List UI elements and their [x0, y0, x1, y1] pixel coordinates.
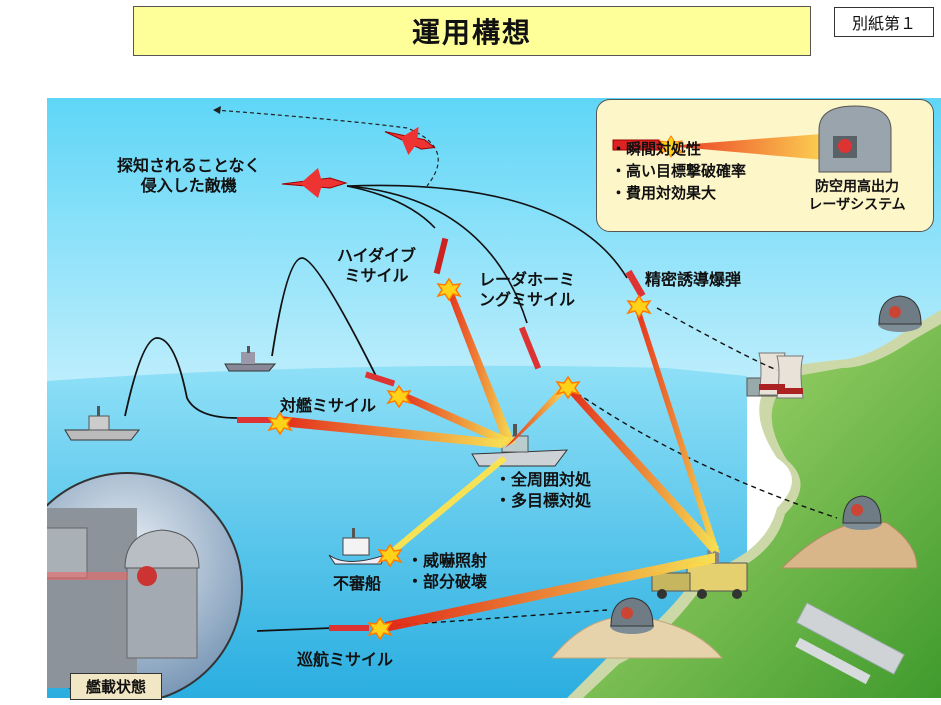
- laser-system-name: 防空用高出力 レーザシステム: [787, 178, 927, 214]
- destroyer-left: [64, 406, 141, 441]
- label-suspicious-ship: 不審船: [333, 574, 382, 593]
- laser-dome-right: [842, 495, 882, 530]
- airfield-runway: [795, 602, 905, 685]
- truck-beam-to-cruise: [385, 553, 715, 632]
- label-line: 探知されることなく: [117, 156, 261, 175]
- system-name-line: 防空用高出力: [815, 179, 899, 195]
- hidive-trajectory: [346, 185, 436, 229]
- anti-ship-trajectory-1: [271, 257, 378, 379]
- radar-homing-trajectory: [346, 185, 528, 324]
- ship-capabilities: ・全周囲対処 ・多目標対処: [495, 469, 591, 511]
- shipboard-state-label: 艦載状態: [70, 673, 162, 700]
- enemy-aircraft: [281, 168, 348, 198]
- label-anti-ship-missile: 対艦ミサイル: [280, 396, 377, 415]
- label-radar-homing-missile: レーダホーミ ングミサイル: [479, 270, 575, 310]
- truck-beam-to-bomb: [634, 305, 720, 553]
- cruise-missile-trajectory: [256, 627, 333, 632]
- shipboard-inset: [47, 472, 243, 698]
- cruise-missile: [329, 625, 369, 631]
- beam-to-hidive: [446, 288, 515, 446]
- destroyer-far: [224, 346, 277, 372]
- power-plant: [746, 352, 804, 399]
- beam-to-suspicious: [387, 456, 507, 556]
- bomb-to-dome-dash: [656, 307, 778, 371]
- suspicious-ship-actions: ・威嚇照射 ・部分破壊: [407, 550, 487, 592]
- system-name-line: レーザシステム: [808, 197, 906, 213]
- feature-item: ・瞬間対処性: [611, 140, 702, 158]
- label-line: ミサイル: [344, 266, 409, 285]
- suspicious-ship: [328, 528, 386, 565]
- label-precision-guided-bomb: 精密誘導爆弾: [645, 270, 742, 289]
- bomb-trajectory: [346, 184, 628, 279]
- laser-dome-bottom: [610, 597, 654, 634]
- sand-hill-right: [780, 520, 918, 569]
- feature-item: ・高い目標撃破確率: [611, 162, 747, 180]
- beam-to-antiship-2: [279, 416, 507, 448]
- anti-ship-trajectory-2: [124, 337, 238, 419]
- label-line: ングミサイル: [479, 290, 576, 309]
- impact-bursts: [267, 277, 652, 641]
- capability-item: ・全周囲対処: [495, 470, 592, 489]
- laser-truck: [651, 550, 748, 599]
- aircraft-arrowhead: [213, 106, 221, 114]
- precision-bomb: [625, 269, 646, 298]
- enemy-aircraft-top: [384, 126, 436, 156]
- anti-ship-missile-2: [237, 417, 271, 423]
- laser-features: ・瞬間対処性 ・高い目標撃破確率 ・費用対効果大: [611, 138, 746, 204]
- homing-to-dome-dash: [576, 392, 838, 519]
- anti-ship-missile-1: [364, 371, 396, 387]
- attachment-label: 別紙第１: [834, 7, 934, 37]
- label-line: 侵入した敵機: [140, 176, 237, 195]
- beam-to-ship-radar: [505, 384, 570, 448]
- action-item: ・部分破壊: [407, 572, 488, 591]
- label-high-dive-missile: ハイダイブ ミサイル: [337, 246, 416, 286]
- capability-item: ・多目標対処: [495, 491, 592, 510]
- label-undetected-aircraft: 探知されることなく 侵入した敵機: [117, 156, 261, 196]
- radar-homing-missile: [518, 326, 542, 370]
- truck-beam-to-homing: [566, 386, 719, 553]
- label-line: レーダホーミ: [479, 270, 576, 289]
- diagram-title: 運用構想: [133, 6, 811, 56]
- beam-to-antiship-1: [395, 390, 509, 446]
- laser-beams: [279, 288, 720, 632]
- info-box-artwork: [612, 105, 892, 173]
- action-item: ・威嚇照射: [407, 551, 488, 570]
- label-line: ハイダイブ: [337, 246, 417, 265]
- feature-item: ・費用対効果大: [611, 184, 717, 202]
- aircraft-flight-path: [214, 109, 439, 187]
- laser-dome-top-right: [878, 295, 922, 332]
- laser-system-info-box: ・瞬間対処性 ・高い目標撃破確率 ・費用対効果大 防空用高出力 レーザシステム: [596, 99, 934, 232]
- label-cruise-missile: 巡航ミサイル: [297, 650, 394, 669]
- hidive-missile: [433, 237, 449, 275]
- land: [583, 324, 941, 698]
